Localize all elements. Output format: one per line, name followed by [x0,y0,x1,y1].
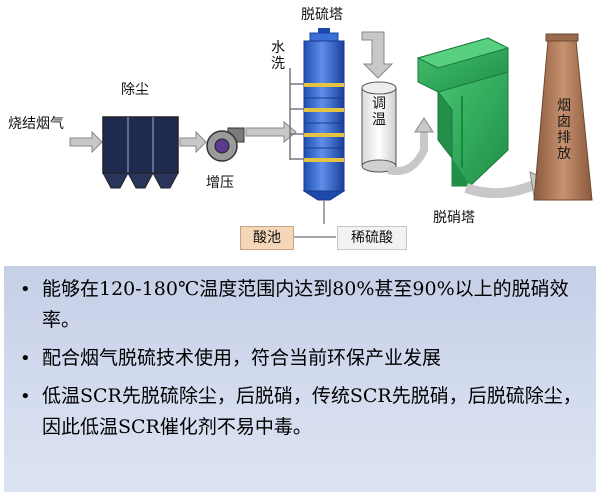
water-wash-pipes [289,68,304,160]
bullet-item: 配合烟气脱硫技术使用，符合当前环保产业发展 [14,343,586,374]
desulfurization-tower [302,28,346,224]
denitration-tower-label: 脱硝塔 [433,210,475,226]
dust-removal-label: 除尘 [121,82,149,98]
temp-adjust-label: 调温 [372,96,386,128]
pressurize-label: 增压 [206,175,234,191]
dust-collector [102,116,179,189]
dust-to-fan-arrow [179,130,207,154]
chimney-label: 烟囱排放 [557,98,571,162]
dilute-acid-box: 稀硫酸 [337,226,407,250]
tower-to-temp-arrow [361,31,394,79]
bullet-item: 能够在120-180℃温度范围内达到80%甚至90%以上的脱硝效率。 [14,274,586,336]
flue-gas-label: 烧结烟气 [8,116,64,132]
water-wash-label: 水洗 [271,40,285,72]
acid-pool-label: 酸池 [253,230,281,246]
chimney [533,33,593,201]
process-flow-diagram: 烧结烟气 除尘 增压 水洗 脱硫塔 调温 脱硝塔 烟囱排放 酸池 稀硫酸 [8,7,593,250]
acid-pool-box: 酸池 [240,226,294,250]
bullet-item: 低温SCR先脱硫除尘，后脱硝，传统SCR先脱硝，后脱硫除尘，因此低温SCR催化剂… [14,381,586,443]
desulfurization-tower-label: 脱硫塔 [301,7,343,23]
temp-to-scr-arrow [387,117,434,175]
dilute-acid-label: 稀硫酸 [351,230,393,246]
fan-to-tower-arrow [245,120,297,144]
scr-denitration-tower [416,37,510,187]
temp-adjust-cylinder [361,81,397,173]
flue-gas-inlet-arrow [69,130,103,154]
description-panel: 能够在120-180℃温度范围内达到80%甚至90%以上的脱硝效率。 配合烟气脱… [4,266,596,492]
booster-fan-icon [206,127,245,162]
